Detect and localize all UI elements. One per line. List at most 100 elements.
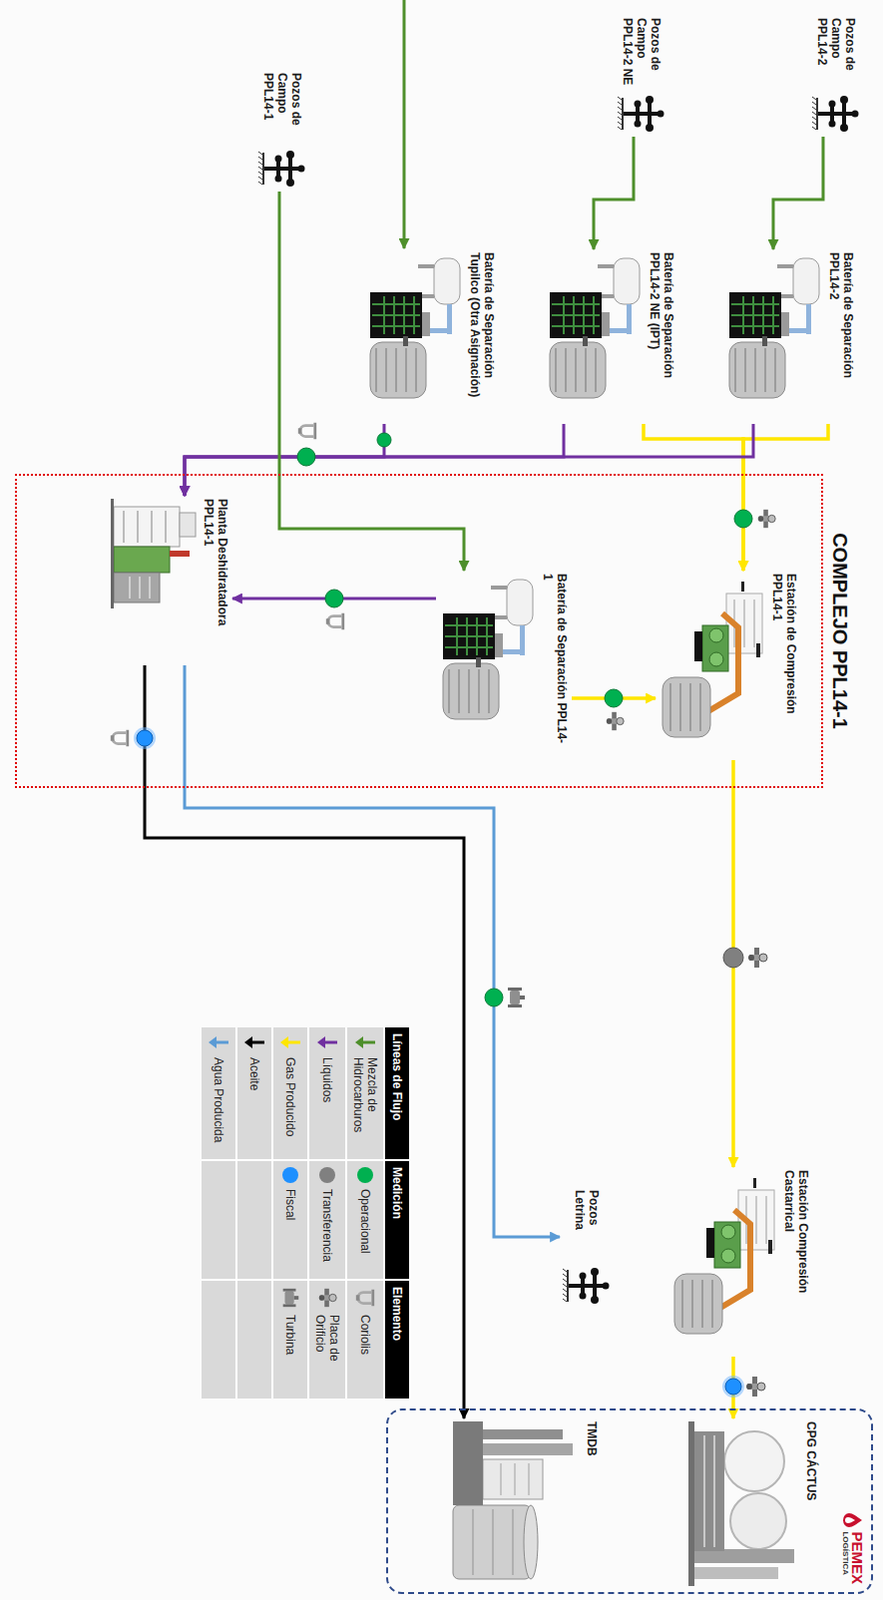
facility-node: Estación Compresión Castarrical bbox=[667, 1167, 814, 1357]
facility-node: CPG CÁCTUS bbox=[681, 1418, 822, 1589]
flow-line bbox=[184, 424, 754, 496]
battery-icon bbox=[545, 252, 646, 403]
flow-line bbox=[593, 136, 634, 250]
flow-line bbox=[184, 665, 560, 1238]
line-sample bbox=[316, 1033, 339, 1052]
legend-text: Mezcla de Hidrocarburos bbox=[351, 1057, 380, 1154]
element-sample-box bbox=[316, 1287, 339, 1310]
facility-node: Pozos de Campo PPL14-1 bbox=[255, 69, 310, 192]
compression-station-illustration bbox=[658, 573, 769, 744]
logo-text: PEMEXLOGÍSTICA bbox=[841, 1531, 866, 1585]
facility-node: Pozos de Campo PPL14-2 NE bbox=[614, 14, 669, 137]
battery-icon bbox=[725, 252, 826, 403]
flow-line bbox=[773, 136, 824, 250]
gas-processing-center-illustration bbox=[684, 1421, 803, 1587]
separation-battery-illustration bbox=[366, 252, 466, 403]
complex-title: COMPLEJO PPL14-1 bbox=[827, 475, 854, 787]
facility-node: Batería de Separación PPL14-1 bbox=[436, 570, 572, 751]
facility-label: TMDB bbox=[584, 1421, 599, 1457]
facility-label: Pozos de Campo PPL14-2 bbox=[815, 17, 858, 88]
facility-label: Planta Deshidratadora PPL14-1 bbox=[201, 498, 230, 663]
facility-node: Batería de Separación PPL14-2 NE (IPT) bbox=[542, 249, 679, 425]
wellhead-symbol bbox=[812, 93, 861, 134]
facility-label: Estación Compresión Castarrical bbox=[782, 1170, 811, 1354]
line-sample-box bbox=[316, 1033, 339, 1052]
legend-cell: Coriolis bbox=[347, 1281, 384, 1399]
meter-points bbox=[110, 423, 776, 1398]
legend-text: Coriolis bbox=[358, 1315, 373, 1355]
wellhead-symbol bbox=[617, 93, 666, 134]
facility-label: Batería de Separación PPL14-1 bbox=[540, 573, 569, 748]
legend-swatch bbox=[282, 1167, 299, 1184]
destination-region: PEMEXLOGÍSTICA CPG CÁCTUS TMDB bbox=[386, 1408, 874, 1595]
compressor-icon bbox=[658, 573, 769, 744]
legend-cell: Transferencia bbox=[309, 1161, 346, 1280]
legend-text: Operacional bbox=[358, 1189, 373, 1255]
facility-node: Batería de Separación Tupilco (Otra Asig… bbox=[363, 249, 499, 425]
logo-mark bbox=[843, 1512, 864, 1529]
facility-node: Pozos Letrina bbox=[559, 1187, 614, 1310]
well-icon bbox=[562, 1266, 611, 1307]
legend-cell: Líquidos bbox=[309, 1027, 346, 1160]
separation-battery-illustration bbox=[545, 252, 646, 403]
legend-cell: Operacional bbox=[347, 1161, 384, 1280]
well-icon bbox=[812, 93, 861, 134]
line-sample bbox=[354, 1033, 377, 1052]
line-sample-box bbox=[207, 1033, 230, 1052]
facility-label: Pozos de Campo PPL14-2 NE bbox=[620, 17, 663, 88]
marine-terminal-illustration bbox=[442, 1421, 583, 1587]
pemex-logo-mark bbox=[843, 1512, 864, 1529]
line-sample bbox=[279, 1033, 302, 1052]
tmdb-icon bbox=[442, 1421, 583, 1587]
flow-line bbox=[144, 665, 464, 1419]
facility-label: Batería de Separación PPL14-2 bbox=[827, 252, 856, 422]
cpg-icon bbox=[684, 1421, 803, 1587]
complex-boundary: COMPLEJO PPL14-1Estación de Compresión P… bbox=[14, 473, 824, 789]
element-sample bbox=[279, 1287, 302, 1310]
battery-icon bbox=[366, 252, 466, 403]
well-icon bbox=[258, 148, 307, 189]
legend-text: Gas Producido bbox=[283, 1057, 298, 1137]
separation-battery-illustration bbox=[725, 252, 826, 403]
line-sample-box bbox=[354, 1033, 377, 1052]
line-sample bbox=[243, 1033, 266, 1052]
facility-label: Estación de Compresión PPL14-1 bbox=[770, 573, 799, 758]
legend-cell: Placa de Orificio bbox=[309, 1281, 346, 1399]
legend-text: Turbina bbox=[283, 1315, 298, 1355]
legend-text: Agua Producida bbox=[211, 1057, 226, 1143]
facility-label: Batería de Separación PPL14-2 NE (IPT) bbox=[647, 252, 676, 422]
element-sample-box bbox=[279, 1287, 302, 1310]
facility-node: TMDB bbox=[440, 1418, 602, 1589]
legend-table: Líneas de FlujoMediciónElementoMezcla de… bbox=[201, 1027, 410, 1399]
legend-cell: Agua Producida bbox=[201, 1027, 236, 1160]
facility-label: Batería de Separación Tupilco (Otra Asig… bbox=[467, 252, 496, 422]
facility-node: Pozos de Campo PPL14-2 bbox=[809, 14, 864, 137]
flow-line bbox=[184, 424, 385, 496]
plant-icon bbox=[109, 498, 200, 609]
legend-text: Fiscal bbox=[283, 1189, 298, 1221]
logo-name: PEMEX bbox=[850, 1531, 866, 1585]
legend-header: Elemento bbox=[385, 1281, 410, 1399]
legend-cell bbox=[201, 1161, 236, 1280]
facility-label: Pozos Letrina bbox=[572, 1190, 601, 1261]
pemex-logo: PEMEXLOGÍSTICA bbox=[841, 1512, 866, 1585]
legend-cell bbox=[201, 1281, 236, 1399]
facility-label: CPG CÁCTUS bbox=[804, 1421, 819, 1501]
legend-swatch bbox=[357, 1167, 374, 1184]
compressor-icon bbox=[670, 1170, 781, 1340]
flow-line bbox=[184, 424, 564, 496]
legend-cell: Gas Producido bbox=[273, 1027, 308, 1160]
facility-node: Planta Deshidratadora PPL14-1 bbox=[106, 495, 233, 666]
legend-cell: Turbina bbox=[273, 1281, 308, 1399]
flow-line bbox=[743, 424, 829, 571]
flow-line bbox=[279, 191, 464, 571]
legend-swatch bbox=[319, 1167, 336, 1184]
compression-station-illustration bbox=[670, 1170, 781, 1340]
line-sample bbox=[207, 1033, 230, 1052]
legend-text: Aceite bbox=[247, 1057, 262, 1091]
well-icon bbox=[617, 93, 666, 134]
facility-label: Pozos de Campo PPL14-1 bbox=[261, 72, 304, 143]
